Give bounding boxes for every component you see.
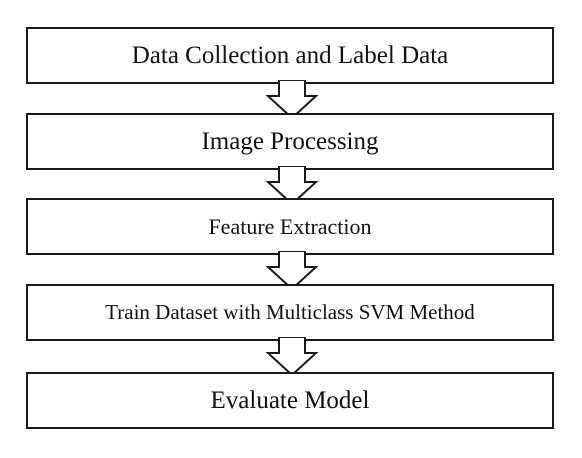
step-label: Data Collection and Label Data [131, 42, 449, 69]
step-label: Feature Extraction [208, 213, 372, 239]
hollow-down-arrow-icon [265, 80, 319, 120]
hollow-down-arrow-icon [265, 251, 319, 291]
hollow-down-arrow-icon [265, 337, 319, 377]
step-label: Evaluate Model [210, 387, 370, 414]
step-train-dataset: Train Dataset with Multiclass SVM Method [26, 284, 554, 341]
step-data-collection: Data Collection and Label Data [26, 27, 554, 84]
step-evaluate-model: Evaluate Model [26, 372, 554, 429]
step-feature-extraction: Feature Extraction [26, 198, 554, 255]
step-label: Image Processing [201, 128, 379, 155]
step-label: Train Dataset with Multiclass SVM Method [105, 300, 475, 324]
step-image-processing: Image Processing [26, 113, 554, 170]
hollow-down-arrow-icon [265, 166, 319, 206]
